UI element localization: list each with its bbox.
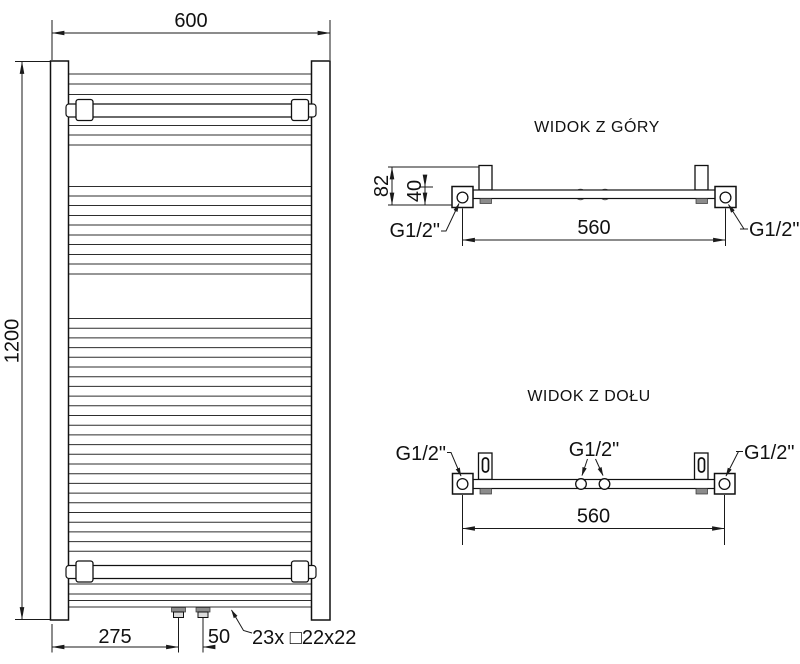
- bracket-left: [478, 164, 493, 191]
- bottom-view: WIDOK Z DOŁU G1/2": [396, 388, 794, 545]
- top-view: WIDOK Z GÓRY 82 40: [371, 117, 799, 246]
- dim-inlet-offset-label: 275: [98, 626, 131, 648]
- thread-label-right: G1/2": [728, 204, 799, 241]
- thread-label-left: G1/2": [396, 443, 462, 477]
- dim-span-560-bottom: 560: [462, 495, 725, 545]
- dim-height-1200: 1200: [2, 61, 50, 620]
- hanger-bar-top: [65, 98, 317, 122]
- fitting-left: [451, 472, 474, 495]
- bottom-view-title: WIDOK Z DOŁU: [527, 388, 650, 405]
- top-view-title: WIDOK Z GÓRY: [534, 117, 660, 136]
- hanger-clip-left: [75, 98, 94, 122]
- dim-height-label: 1200: [2, 319, 24, 364]
- left-rail: [49, 60, 70, 621]
- bracket-foot-right: [695, 488, 708, 495]
- dim-width-600: 600: [51, 10, 331, 60]
- dim-span-label: 560: [577, 217, 610, 239]
- fitting-right: [713, 472, 736, 495]
- svg-text:G1/2": G1/2": [390, 220, 440, 242]
- hanger-bar: [65, 103, 317, 118]
- hanger-clip-left: [75, 560, 94, 583]
- dim-depth-label: 82: [371, 175, 393, 197]
- front-tube-lines: [68, 73, 312, 608]
- tube-annotation: 23x □22x22: [231, 609, 356, 649]
- bottom-tube-bar: [472, 478, 716, 490]
- valve-connection-right: [195, 607, 211, 618]
- thread-label-right: G1/2": [725, 442, 794, 477]
- bracket-left: [477, 452, 493, 481]
- bracket-foot-right: [695, 198, 708, 204]
- dim-bottom-connections: 275 50: [51, 617, 230, 653]
- hanger-bar: [65, 564, 317, 580]
- dim-pipe-offset-label: 40: [404, 180, 426, 202]
- dim-span-label: 560: [577, 506, 610, 528]
- center-connection-left: [575, 478, 587, 490]
- hanger-clip-right: [290, 560, 310, 583]
- svg-text:G1/2": G1/2": [744, 442, 794, 464]
- dim-inlet-spacing-label: 50: [208, 626, 230, 648]
- valve-connection-left: [171, 607, 186, 618]
- bracket-foot-left: [479, 198, 492, 204]
- fitting-right: [714, 185, 737, 209]
- tube-annotation-label: 23x □22x22: [252, 627, 356, 649]
- bracket-foot-left: [479, 488, 492, 495]
- dim-span-560-top: 560: [462, 208, 726, 246]
- fitting-left: [451, 185, 474, 209]
- bracket-right: [693, 452, 709, 481]
- dim-width-label: 600: [174, 10, 207, 32]
- front-view: 600 1200 275 50 23x □22x22: [2, 10, 356, 653]
- svg-text:G1/2": G1/2": [749, 219, 799, 241]
- svg-text:G1/2": G1/2": [396, 443, 446, 465]
- dim-pipe-offset-40: 40: [404, 174, 433, 206]
- hanger-bar-bottom: [65, 560, 317, 583]
- bracket-right: [694, 164, 709, 191]
- hanger-clip-right: [290, 98, 310, 122]
- dim-depth-82: 82: [371, 166, 395, 206]
- thread-label-center: G1/2": [569, 439, 619, 476]
- svg-text:G1/2": G1/2": [569, 439, 619, 461]
- center-connection-right: [598, 478, 611, 490]
- top-tube-bar: [472, 189, 717, 200]
- right-rail: [310, 60, 331, 621]
- thread-label-left: G1/2": [390, 203, 460, 242]
